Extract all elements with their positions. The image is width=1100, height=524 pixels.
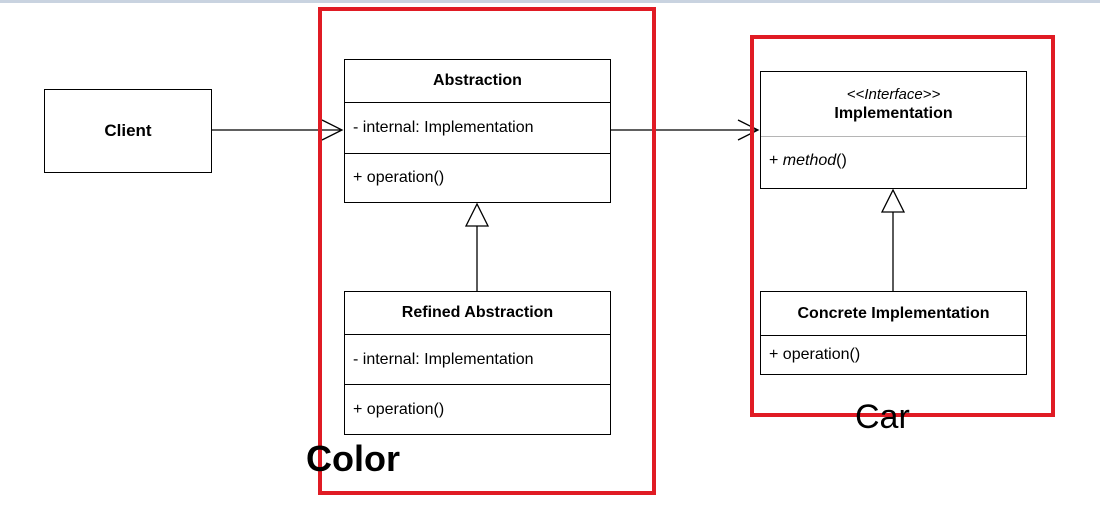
concrete-implementation-operation: + operation() xyxy=(769,346,861,363)
method-name: method xyxy=(782,152,837,169)
abstraction-operation: + operation() xyxy=(353,169,445,186)
concrete-implementation-class: Concrete Implementation + operation() xyxy=(760,291,1027,375)
car-label: Car xyxy=(855,398,910,436)
car-group-frame xyxy=(750,35,1055,417)
method-parens: () xyxy=(836,152,847,169)
top-border xyxy=(0,0,1100,3)
refined-to-abstraction-generalization xyxy=(464,202,490,291)
method-visibility: + xyxy=(769,152,783,169)
concrete-to-implementation-realization xyxy=(880,188,906,291)
refined-abstraction-class: Refined Abstraction - internal: Implemen… xyxy=(344,291,611,435)
client-box: Client xyxy=(44,89,212,173)
color-label: Color xyxy=(306,438,400,479)
interface-stereotype: <<Interface>> xyxy=(846,85,941,103)
abstraction-class: Abstraction - internal: Implementation +… xyxy=(344,59,611,203)
abstraction-attribute: - internal: Implementation xyxy=(345,103,610,154)
refined-abstraction-name: Refined Abstraction xyxy=(345,292,610,335)
client-label: Client xyxy=(104,121,152,140)
implementation-name: Implementation xyxy=(834,104,953,122)
concrete-implementation-name: Concrete Implementation xyxy=(761,292,1026,336)
refined-abstraction-operation: + operation() xyxy=(353,400,445,418)
abstraction-name: Abstraction xyxy=(345,60,610,103)
implementation-header: <<Interface>> Implementation xyxy=(761,72,1026,137)
refined-abstraction-attribute: - internal: Implementation xyxy=(345,335,610,385)
color-group-frame xyxy=(318,7,656,495)
abstraction-to-implementation-arrow xyxy=(611,119,760,141)
implementation-interface: <<Interface>> Implementation + method() xyxy=(760,71,1027,189)
implementation-method: + method() xyxy=(761,137,1026,185)
